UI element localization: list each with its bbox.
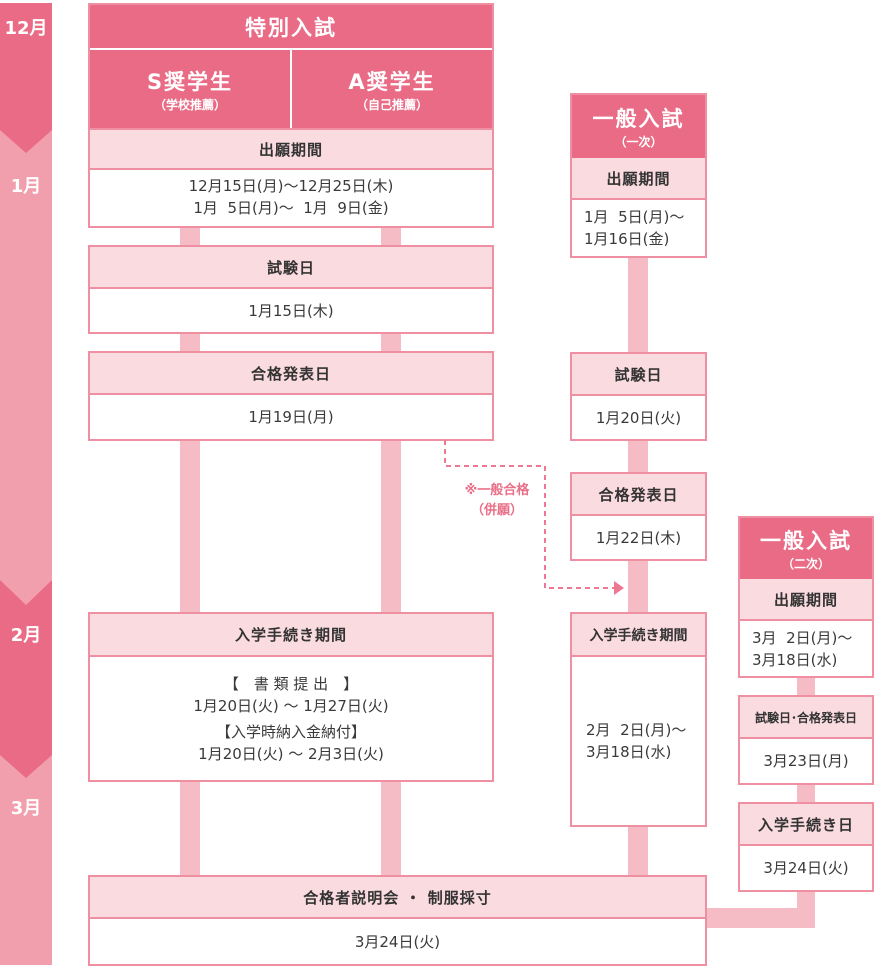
a-scholar: A奨学生 （自己推薦） xyxy=(292,50,492,128)
general2-exam: 試験日･合格発表日 3月23日(月) xyxy=(738,695,874,785)
general2-apply-label: 出願期間 xyxy=(740,579,872,621)
connector-general2-horizontal xyxy=(704,908,815,928)
s-scholar-title: S奨学生 xyxy=(146,69,234,94)
special-exam-date: 1月15日(木) xyxy=(248,301,334,320)
general2-enroll-label: 入学手続き日 xyxy=(740,804,872,846)
briefing-label: 合格者説明会 ・ 制服採寸 xyxy=(90,877,705,919)
month-jan: 1月 xyxy=(10,176,42,197)
special-enroll-label: 入学手続き期間 xyxy=(90,614,492,657)
general1-exam-date: 1月20日(火) xyxy=(595,408,682,427)
general2-enroll: 入学手続き日 3月24日(火) xyxy=(738,802,874,892)
general2-enroll-date: 3月24日(火) xyxy=(763,859,849,877)
special-apply-line: 1月 5日(月)～ 1月 9日(金) xyxy=(193,199,389,217)
timeline-light xyxy=(0,3,52,965)
general1-sub: （一次） xyxy=(614,135,663,149)
month-dec: 12月 xyxy=(4,18,48,39)
a-scholar-title: A奨学生 xyxy=(348,69,436,94)
general2-title: 一般入試 xyxy=(760,529,852,553)
s-scholar: S奨学生 （学校推薦） xyxy=(90,50,292,128)
enroll-fee-dates: 1月20日(火) ～ 2月3日(火) xyxy=(198,744,384,763)
enroll-docs-dates: 1月20日(火) ～ 1月27日(火) xyxy=(193,696,389,715)
general1-result-label: 合格発表日 xyxy=(572,474,705,516)
general2-apply-line: 3月18日(水) xyxy=(752,650,838,669)
general1-apply-line: 1月 5日(月)～ xyxy=(584,208,685,226)
special-result: 合格発表日 1月19日(月) xyxy=(88,351,494,441)
timeline-dec xyxy=(0,3,52,153)
general1-enroll: 入学手続き期間 2月 2日(月)～ 3月18日(水) xyxy=(570,612,707,827)
combined-pass-note: ※一般合格 （併願） xyxy=(452,481,542,521)
general1-enroll-line: 2月 2日(月)～ xyxy=(586,721,687,739)
special-title: 特別入試 xyxy=(90,5,492,50)
special-apply-line: 12月15日(月)～12月25日(木) xyxy=(188,177,394,195)
general2-exam-label: 試験日･合格発表日 xyxy=(740,697,872,739)
general2-exam-date: 3月23日(月) xyxy=(763,752,849,770)
timeline-feb xyxy=(0,580,52,778)
month-feb: 2月 xyxy=(10,625,42,646)
enroll-fee-label: 【入学時納入金納付】 xyxy=(215,722,366,741)
month-mar: 3月 xyxy=(10,798,42,819)
general1-card: 一般入試 （一次） 出願期間 1月 5日(月)～ 1月16日(金) xyxy=(570,93,707,258)
special-exam-label: 試験日 xyxy=(90,247,492,289)
general1-title: 一般入試 xyxy=(592,107,685,131)
general1-enroll-line: 3月18日(水) xyxy=(586,743,672,761)
special-exam-card: 特別入試 S奨学生 （学校推薦） A奨学生 （自己推薦） 出願期間 12月15日… xyxy=(88,3,494,228)
general1-exam-label: 試験日 xyxy=(572,354,705,396)
general1-exam: 試験日 1月20日(火) xyxy=(570,352,707,441)
note-line: ※一般合格 xyxy=(464,483,530,498)
general1-apply-line: 1月16日(金) xyxy=(584,230,670,248)
briefing-date: 3月24日(火) xyxy=(354,932,441,951)
special-apply-label: 出願期間 xyxy=(90,128,492,170)
arrow-head-icon xyxy=(614,581,624,595)
a-scholar-sub: （自己推薦） xyxy=(355,97,428,112)
special-result-date: 1月19日(月) xyxy=(248,408,334,426)
general2-sub: （二次） xyxy=(781,557,830,571)
briefing-card: 合格者説明会 ・ 制服採寸 3月24日(火) xyxy=(88,875,707,966)
special-exam-day: 試験日 1月15日(木) xyxy=(88,245,494,334)
general2-card: 一般入試 （二次） 出願期間 3月 2日(月)～ 3月18日(水) xyxy=(738,516,874,678)
special-enroll: 入学手続き期間 【 書 類 提 出 】 1月20日(火) ～ 1月27日(火) … xyxy=(88,612,494,782)
special-result-label: 合格発表日 xyxy=(90,353,492,395)
enroll-docs-label: 【 書 類 提 出 】 xyxy=(223,674,359,693)
general1-enroll-label: 入学手続き期間 xyxy=(572,614,705,657)
general1-apply-label: 出願期間 xyxy=(572,158,705,200)
month-timeline xyxy=(0,3,52,965)
general1-result-date: 1月22日(木) xyxy=(595,528,682,547)
note-line: （併願） xyxy=(470,503,523,518)
general1-result: 合格発表日 1月22日(木) xyxy=(570,472,707,561)
s-scholar-sub: （学校推薦） xyxy=(153,97,226,112)
general2-apply-line: 3月 2日(月)～ xyxy=(752,628,853,647)
